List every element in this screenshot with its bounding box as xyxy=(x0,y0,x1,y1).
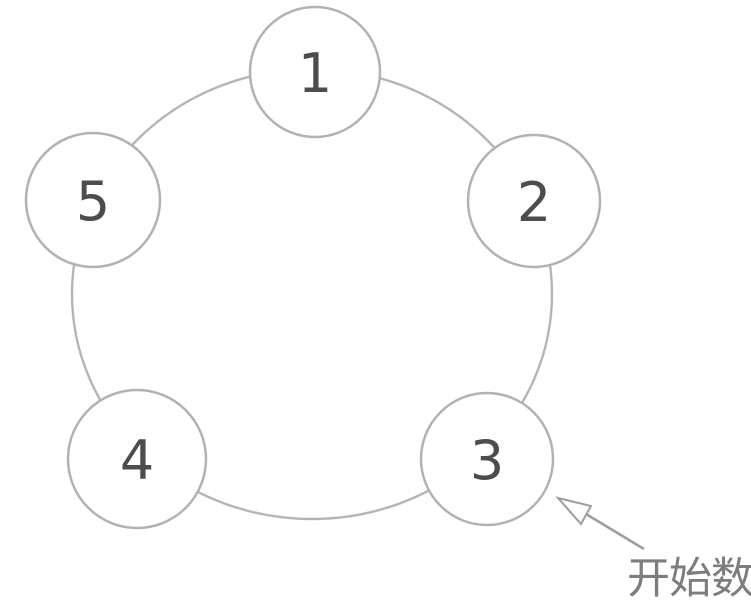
annotation-arrowhead-icon xyxy=(555,496,593,526)
node-4-label: 4 xyxy=(120,429,154,492)
annotation-label: 开始数 xyxy=(627,554,751,603)
node-1-circle xyxy=(248,5,382,139)
node-2: 2 xyxy=(466,133,602,269)
node-5-label: 5 xyxy=(76,170,110,233)
node-1-label: 1 xyxy=(298,42,332,105)
node-5: 5 xyxy=(24,131,162,269)
node-3: 3 xyxy=(419,391,555,527)
annotation-arrow xyxy=(555,496,645,551)
node-4: 4 xyxy=(66,388,208,530)
node-5-circle xyxy=(24,131,162,269)
node-3-circle xyxy=(419,391,555,527)
node-4-circle xyxy=(66,388,208,530)
node-2-circle xyxy=(466,133,602,269)
node-3-label: 3 xyxy=(470,429,504,492)
node-1: 1 xyxy=(248,5,382,139)
annotation-arrow-shaft xyxy=(585,512,645,551)
node-2-label: 2 xyxy=(517,171,551,234)
